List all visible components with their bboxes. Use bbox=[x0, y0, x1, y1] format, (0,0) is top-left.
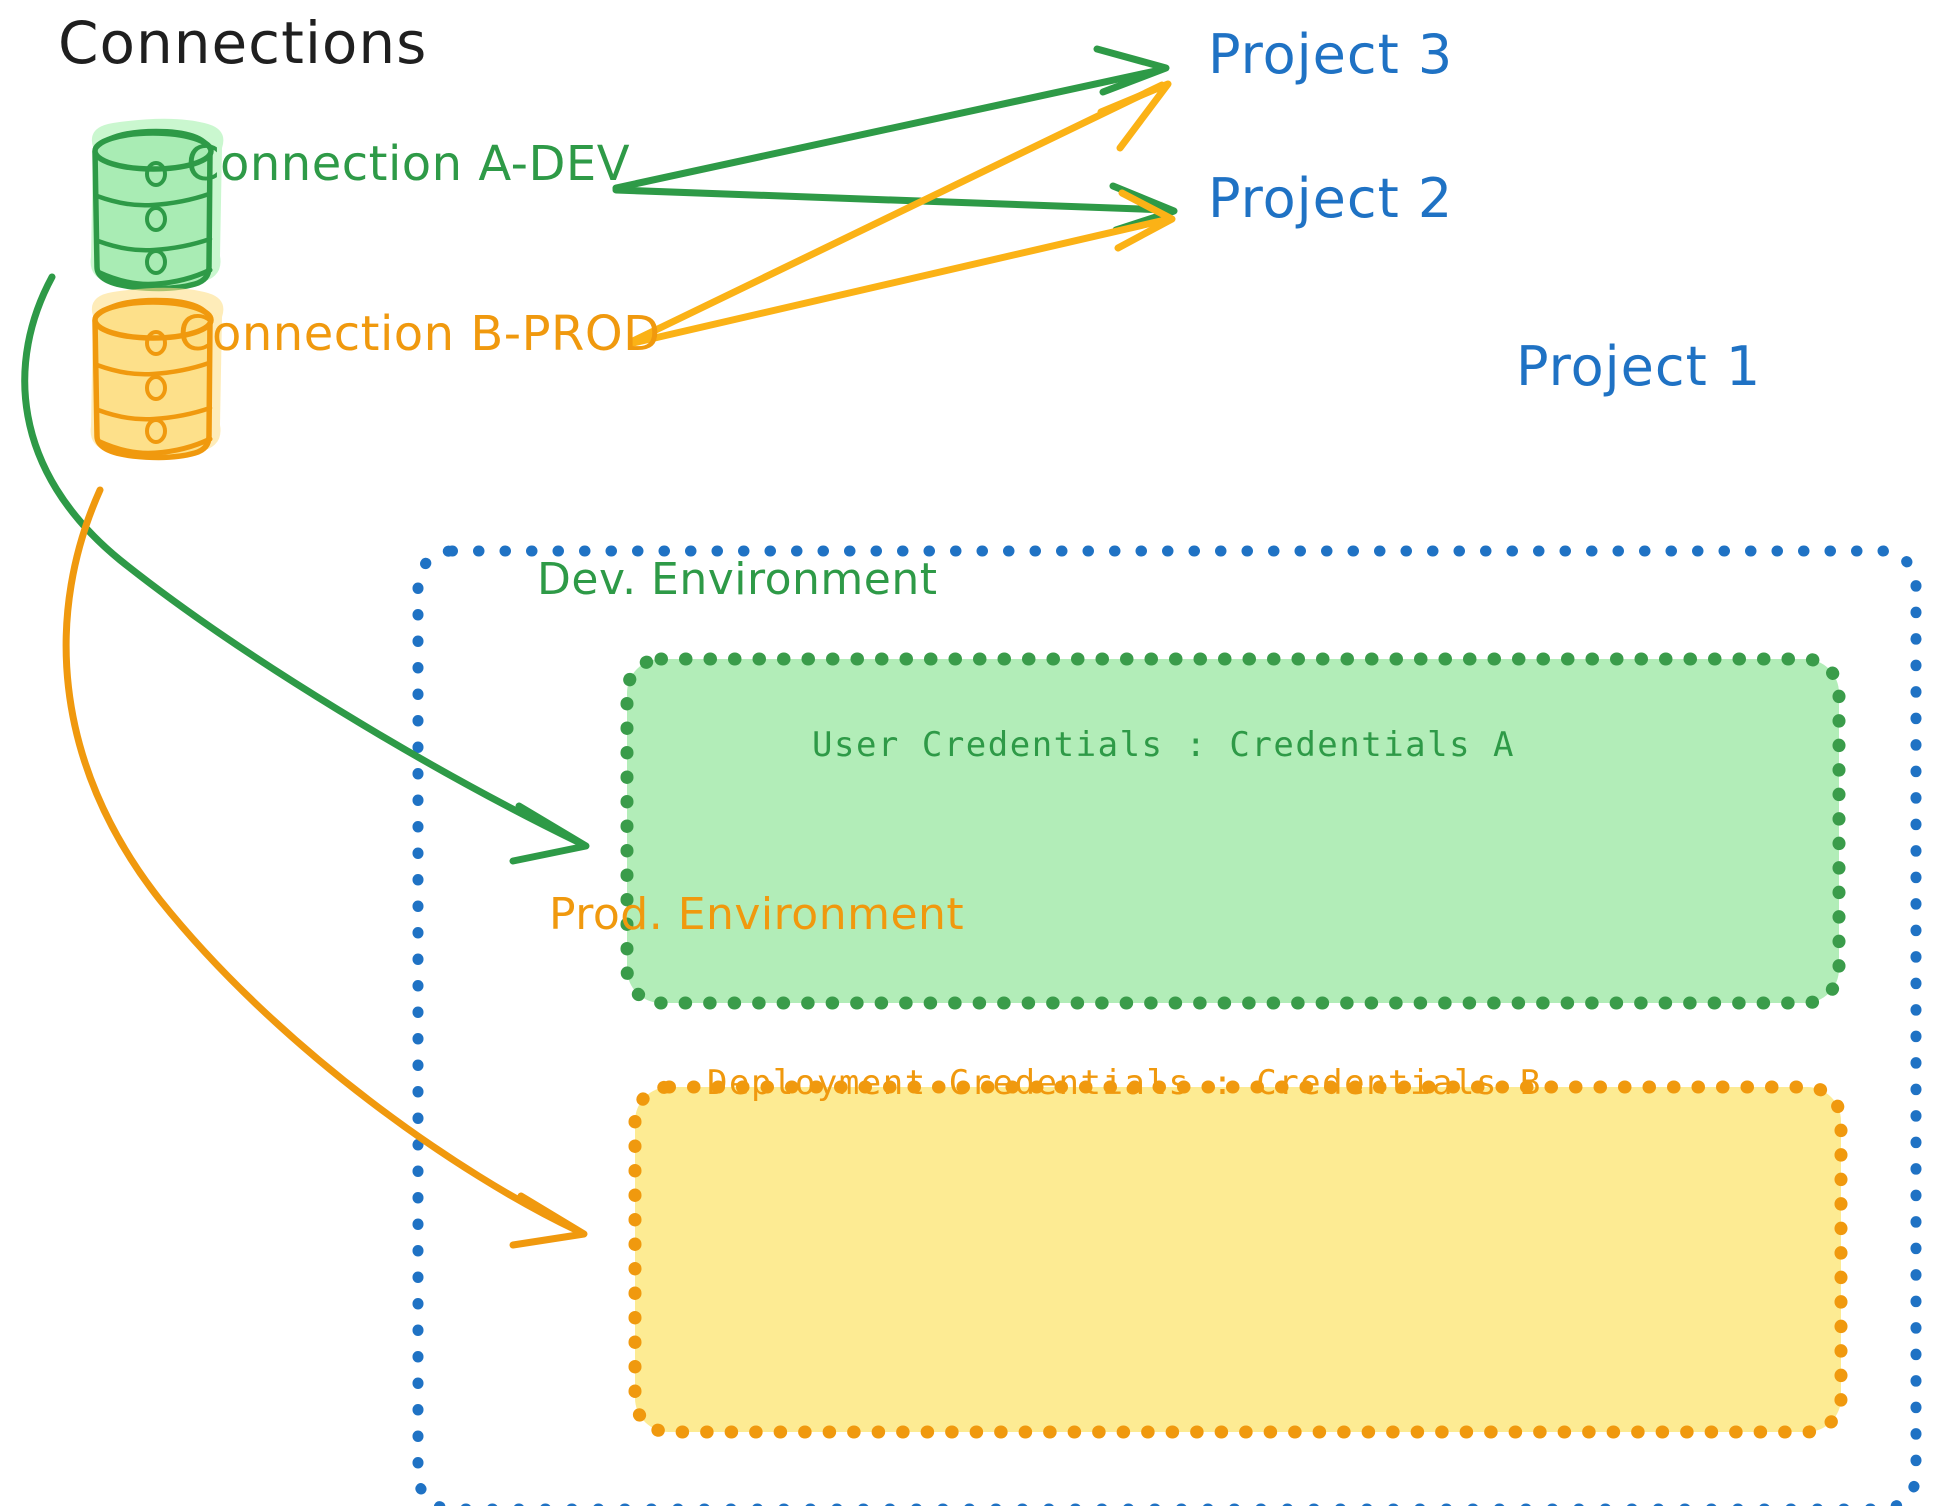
project-3-label: Project 3 bbox=[1208, 23, 1454, 86]
page-title: Connections bbox=[58, 9, 428, 77]
prod-environment-box bbox=[628, 1080, 1848, 1439]
edge-connection-b-to-prod-environment bbox=[62, 486, 588, 1249]
prod-environment-title: Prod. Environment bbox=[549, 889, 965, 940]
dev-environment-credentials: User Credentials : Credentials A bbox=[812, 725, 1516, 765]
dev-environment-box bbox=[620, 652, 1846, 1010]
prod-environment-credentials: Deployment Credentials : Credentials B bbox=[707, 1063, 1542, 1103]
edge-connection-a-to-project-3 bbox=[612, 45, 1170, 192]
dev-environment-title: Dev. Environment bbox=[537, 554, 938, 605]
connection-b-label: Connection B-PROD bbox=[178, 306, 661, 362]
edge-connection-a-to-dev-environment bbox=[21, 273, 590, 865]
database-icon-connection-a bbox=[90, 118, 224, 292]
project-1-label: Project 1 bbox=[1516, 335, 1762, 398]
project-1-boundary bbox=[412, 545, 1922, 1506]
edge-connection-b-to-project-2 bbox=[629, 189, 1176, 347]
edge-connection-b-to-project-3 bbox=[629, 80, 1172, 345]
edge-connection-a-to-project-2 bbox=[612, 182, 1178, 234]
connection-a-label: Connection A-DEV bbox=[186, 136, 631, 192]
database-icon-connection-b bbox=[90, 287, 224, 461]
project-2-label: Project 2 bbox=[1208, 167, 1454, 230]
